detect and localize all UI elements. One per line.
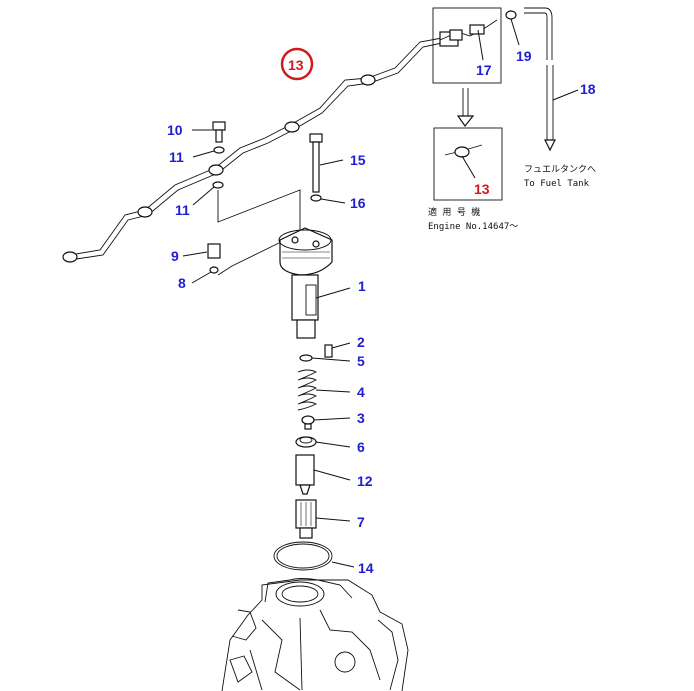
nozzle-12 <box>295 454 351 495</box>
callout-2: 2 <box>357 334 365 350</box>
down-arrow-icon <box>456 88 475 128</box>
callout-8: 8 <box>178 275 186 291</box>
bolt-15 <box>309 133 346 204</box>
note-applicable-jp: 適 用 号 機 <box>428 206 480 218</box>
inset-box-top <box>432 7 502 84</box>
note-fuel-tank-en: To Fuel Tank <box>524 179 590 189</box>
callout-13-main: 13 <box>288 57 304 73</box>
callout-9: 9 <box>171 248 179 264</box>
o-ring-14 <box>273 541 355 571</box>
callout-3: 3 <box>357 410 365 426</box>
callouts: 1 2 5 4 3 6 12 7 14 8 9 10 11 11 15 16 1… <box>167 47 596 576</box>
washer-5 <box>299 354 351 362</box>
callout-16: 16 <box>350 195 366 211</box>
nozzle-holder-1 <box>278 227 351 339</box>
notes: フュエルタンクへ To Fuel Tank 適 用 号 機 Engine No.… <box>428 164 596 232</box>
inset-box-bottom <box>433 127 503 201</box>
callout-10: 10 <box>167 122 183 138</box>
pin-2 <box>324 342 351 358</box>
callout-6: 6 <box>357 439 365 455</box>
note-fuel-tank-jp: フュエルタンクへ <box>524 164 596 175</box>
note-applicable-en: Engine No.14647～ <box>428 222 518 232</box>
callout-5: 5 <box>357 353 365 369</box>
callout-14: 14 <box>358 560 374 576</box>
callout-1: 1 <box>358 278 366 294</box>
callout-15: 15 <box>350 152 366 168</box>
spring-4 <box>297 369 351 411</box>
callout-17: 17 <box>476 62 492 78</box>
assembly-lines <box>217 189 301 276</box>
callout-7: 7 <box>357 514 365 530</box>
callout-13-inset: 13 <box>474 181 490 197</box>
callout-18: 18 <box>580 81 596 97</box>
washer-11 <box>192 146 225 206</box>
retaining-nut-7 <box>295 499 351 539</box>
callout-19: 19 <box>516 48 532 64</box>
callout-11-b: 11 <box>175 202 190 218</box>
seat-3 <box>301 415 351 430</box>
callout-4: 4 <box>357 384 365 400</box>
cylinder-head <box>221 578 409 691</box>
callout-13-circled: 13 <box>280 47 314 81</box>
bolt-10 <box>192 121 226 143</box>
callout-12: 12 <box>357 473 373 489</box>
spacer-6 <box>295 436 351 448</box>
fuel-return-pipe <box>62 31 459 263</box>
fitting-9 <box>182 243 221 284</box>
callout-11-a: 11 <box>169 149 184 165</box>
hose-18 <box>505 7 579 152</box>
